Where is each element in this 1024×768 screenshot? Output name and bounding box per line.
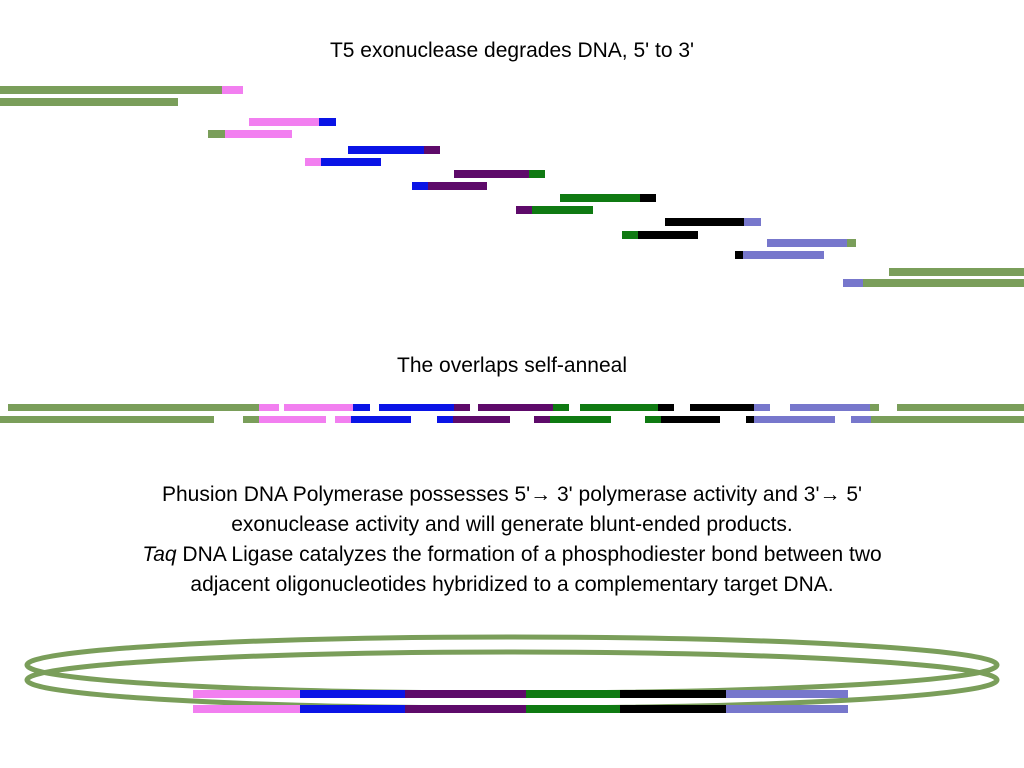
annealed-top-segment	[658, 404, 674, 411]
annealed-bottom-segment	[453, 416, 510, 423]
annealed-bottom-segment	[550, 416, 611, 423]
annealed-top-segment	[754, 404, 770, 411]
annealed-top-segment	[454, 404, 470, 411]
annealed-top-segment	[353, 404, 370, 411]
annealed-bottom-segment	[746, 416, 754, 423]
circular-plasmid-inner-ring	[24, 649, 1000, 711]
arrow-icon: →	[530, 483, 552, 506]
description-line-1-prefix: Phusion DNA Polymerase possesses 5'	[161, 483, 531, 506]
insert-top-segment	[193, 690, 300, 698]
annealed-bottom-segment	[351, 416, 411, 423]
strand-segment	[225, 130, 292, 138]
insert-bottom-segment	[405, 705, 526, 713]
circular-plasmid-outer-ring	[24, 634, 1000, 696]
description-line-2: exonuclease activity and will generate b…	[231, 513, 793, 536]
annealed-bottom-segment	[335, 416, 351, 423]
annealed-bottom-segment	[534, 416, 550, 423]
strand-segment	[744, 218, 761, 226]
anneal-caption: The overlaps self-anneal	[397, 354, 627, 377]
strand-segment	[0, 98, 178, 106]
annealed-bottom-segment	[754, 416, 835, 423]
strand-segment	[412, 182, 428, 190]
strand-segment	[0, 86, 222, 94]
strand-segment	[529, 170, 545, 178]
strand-segment	[743, 251, 824, 259]
annealed-top-segment	[870, 404, 879, 411]
strand-segment	[222, 86, 243, 94]
strand-segment	[863, 279, 1024, 287]
strand-segment	[424, 146, 440, 154]
annealed-strands	[0, 404, 1024, 423]
strand-segment	[532, 206, 593, 214]
strand-segment	[516, 206, 532, 214]
description-line-4: adjacent oligonucleotides hybridized to …	[190, 573, 834, 596]
insert-top-segment	[405, 690, 526, 698]
annealed-bottom-segment	[871, 416, 1024, 423]
arrow-icon: →	[819, 483, 841, 506]
annealed-top-segment	[690, 404, 754, 411]
insert-top-segment	[526, 690, 620, 698]
annealed-bottom-segment	[259, 416, 326, 423]
annealed-bottom-segment	[851, 416, 871, 423]
strand-segment	[428, 182, 487, 190]
strand-segment	[319, 118, 336, 126]
insert-bottom-segment	[300, 705, 405, 713]
annealed-top-segment	[284, 404, 353, 411]
strand-segment	[889, 268, 1024, 276]
annealed-top-segment	[553, 404, 569, 411]
description-line-1-suffix: 5'	[840, 483, 863, 506]
strand-segment	[305, 158, 321, 166]
annealed-bottom-segment	[0, 416, 214, 423]
description-line-3-rest: DNA Ligase catalyzes the formation of a …	[176, 543, 882, 566]
strand-segment	[735, 251, 743, 259]
strand-segment	[249, 118, 319, 126]
annealed-top-segment	[580, 404, 658, 411]
description-line-1: Phusion DNA Polymerase possesses 5'→ 3' …	[0, 480, 1024, 510]
annealed-top-segment	[790, 404, 870, 411]
degraded-fragments	[0, 86, 1024, 287]
insert-bottom-segment	[526, 705, 620, 713]
annealed-bottom-segment	[437, 416, 453, 423]
annealed-bottom-segment	[661, 416, 720, 423]
description-line-1-mid: 3' polymerase activity and 3'	[551, 483, 820, 506]
annealed-bottom-segment	[645, 416, 661, 423]
taq-italic: Taq	[142, 543, 177, 566]
annealed-top-segment	[8, 404, 259, 411]
title: T5 exonuclease degrades DNA, 5' to 3'	[329, 39, 695, 62]
strand-segment	[767, 239, 847, 247]
insert-bottom-segment	[620, 705, 726, 713]
insert-top-segment	[620, 690, 726, 698]
annealed-top-segment	[259, 404, 279, 411]
strand-segment	[208, 130, 225, 138]
annealed-top-segment	[897, 404, 1024, 411]
strand-segment	[321, 158, 381, 166]
enzyme-description: Phusion DNA Polymerase possesses 5'→ 3' …	[0, 480, 1024, 600]
annealed-bottom-segment	[243, 416, 259, 423]
annealed-top-segment	[379, 404, 454, 411]
annealed-top-segment	[478, 404, 553, 411]
insert-bottom-segment	[726, 705, 848, 713]
strand-segment	[622, 231, 638, 239]
strand-segment	[638, 231, 698, 239]
strand-segment	[640, 194, 656, 202]
strand-segment	[454, 170, 529, 178]
insert-top-segment	[300, 690, 405, 698]
strand-segment	[665, 218, 744, 226]
circular-product	[24, 634, 1000, 713]
description-line-3: Taq DNA Ligase catalyzes the formation o…	[0, 540, 1024, 570]
strand-segment	[847, 239, 856, 247]
insert-bottom-segment	[193, 705, 300, 713]
strand-segment	[560, 194, 640, 202]
insert-top-segment	[726, 690, 848, 698]
strand-segment	[843, 279, 863, 287]
strand-segment	[348, 146, 424, 154]
